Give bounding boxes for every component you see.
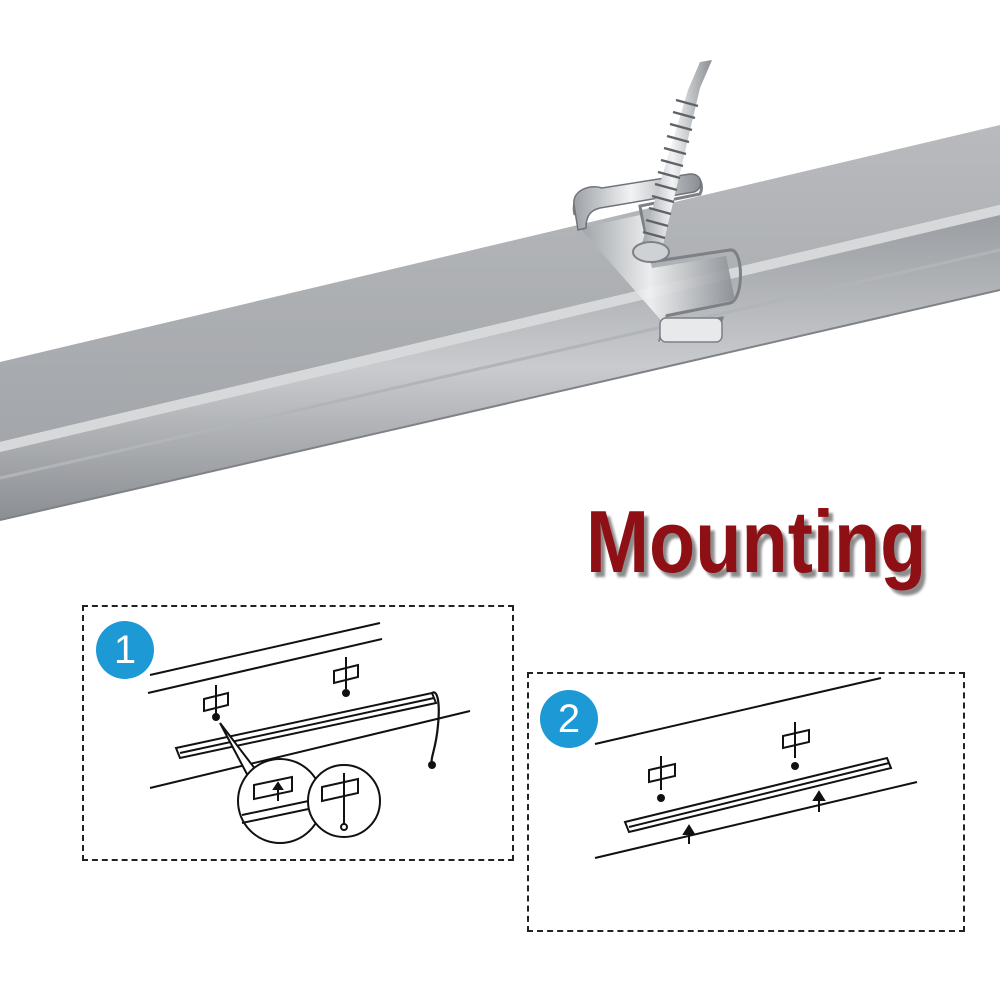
screw-icon: [632, 60, 712, 263]
mounting-clip-icon: [203, 685, 229, 721]
up-arrow-icon: [682, 824, 696, 844]
product-photo: [0, 60, 1000, 521]
mounting-clip-icon: [782, 722, 810, 770]
screw-icon: [340, 773, 348, 831]
rail-side-face: [0, 215, 1000, 520]
mounting-title: Mounting: [585, 492, 928, 591]
step-2-diagram: [594, 677, 918, 859]
mounting-clip-icon: [648, 756, 676, 802]
step-1-diagram: [147, 622, 471, 844]
step-1-badge: 1: [96, 621, 154, 679]
up-arrow-icon: [812, 790, 826, 812]
mounting-clip-icon: [333, 657, 359, 697]
up-arrow-icon: [272, 781, 284, 801]
rail-edge: [0, 205, 1000, 452]
rail-top-face: [0, 125, 1000, 442]
step-2-badge: 2: [540, 690, 598, 748]
